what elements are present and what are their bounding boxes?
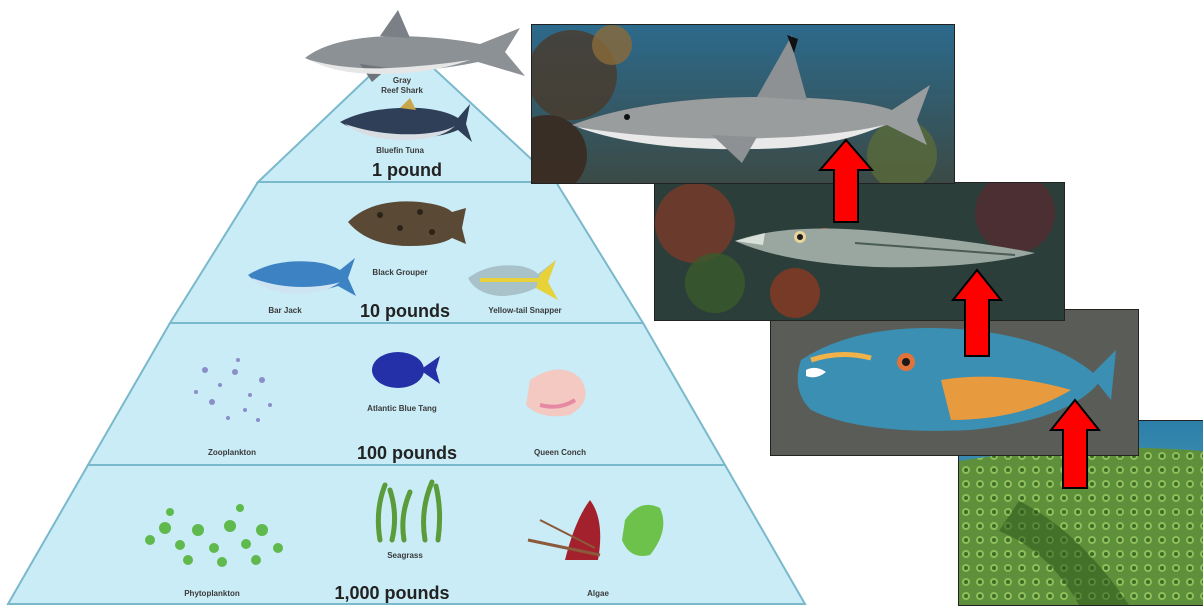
- species-label: Zooplankton: [208, 448, 256, 457]
- gray-reef-shark-illustration: [305, 10, 525, 82]
- tier-weight-label: 100 pounds: [357, 443, 457, 464]
- species-label: Yellow-tail Snapper: [488, 306, 561, 315]
- species-label: Bluefin Tuna: [376, 146, 424, 155]
- food-chain-arrow: [1049, 398, 1101, 490]
- species-label: Queen Conch: [534, 448, 586, 457]
- tier-weight-label: 10 pounds: [360, 301, 450, 322]
- species-label: Bar Jack: [268, 306, 301, 315]
- species-label: Reef Shark: [381, 86, 423, 95]
- species-label: Gray: [393, 76, 411, 85]
- tier-weight-label: 1 pound: [372, 160, 442, 181]
- food-chain-arrow: [818, 138, 874, 224]
- species-label: Atlantic Blue Tang: [367, 404, 437, 413]
- species-label: Black Grouper: [372, 268, 427, 277]
- species-label: Algae: [587, 589, 609, 598]
- tier-weight-label: 1,000 pounds: [334, 583, 449, 604]
- food-chain-arrow: [951, 268, 1003, 358]
- species-label: Phytoplankton: [184, 589, 240, 598]
- species-label: Seagrass: [387, 551, 423, 560]
- blacktip-reef-shark-photo: [531, 24, 955, 184]
